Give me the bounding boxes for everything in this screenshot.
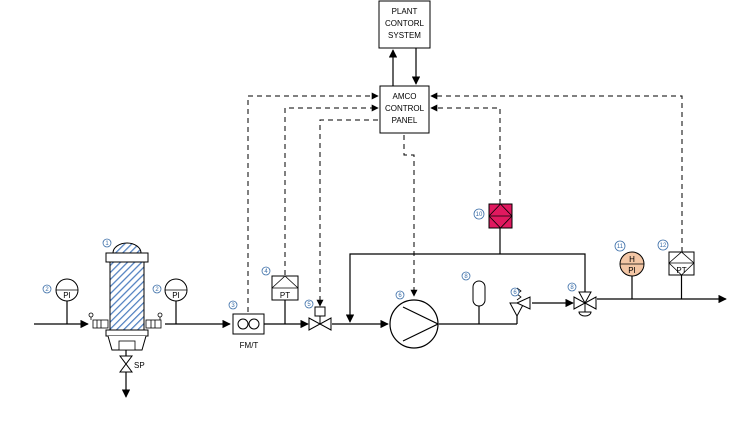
signal-pump [403,135,418,297]
sample-point-valve: SP [119,350,145,398]
plant-control-system: PLANT CONTORL SYSTEM [378,0,431,49]
pressure-gauge-right: PI [164,278,188,324]
svg-text:1: 1 [105,241,109,247]
high-pressure-gauge: H PI [619,251,645,299]
control-valve-5 [308,306,332,331]
plant-system-line-1: PLANT [392,7,418,16]
svg-text:2: 2 [45,287,49,293]
accumulator [472,280,486,324]
plant-system-line-3: SYSTEM [388,31,421,40]
amco-panel-line-2: CONTROL [385,104,425,113]
filter-vessel [88,242,163,351]
amco-panel-line-1: AMCO [393,92,417,101]
svg-text:5: 5 [307,302,311,308]
tag-bubbles: 1 2 2 3 4 5 6 8 6 8 10 11 12 [42,208,669,310]
plant-system-line-2: CONTORL [385,19,425,28]
signal-valve-5 [316,119,378,307]
svg-text:4: 4 [264,269,268,275]
signal-lines [247,92,683,312]
tag-filter: 1 [102,238,112,248]
pressure-transmitter-12: PT [668,251,695,299]
pt-4-label: PT [280,291,290,300]
svg-text:3: 3 [231,303,235,309]
pi-right-label: PI [172,291,180,300]
svg-text:8: 8 [570,285,574,291]
tag-pi-left: 2 [42,284,52,294]
pressure-transmitter-4: PT [271,275,299,324]
svg-text:12: 12 [660,243,667,249]
three-way-valve [573,291,597,317]
pump [389,299,440,349]
gauge-h-label: H [629,255,635,264]
svg-text:10: 10 [476,212,483,218]
flowmeter-label: FM/T [240,341,259,350]
tag-relief-valve: 6 [510,287,520,297]
signal-alarm-10 [430,104,501,204]
pressure-gauge-left: PI [55,278,79,324]
signal-pt-12 [430,92,683,252]
amco-control-panel: AMCO CONTROL PANEL [379,85,430,134]
tag-pi-right: 2 [152,284,162,294]
tag-three-way-valve: 8 [567,282,577,292]
gauge-pi-label: PI [628,266,636,275]
svg-text:6: 6 [513,290,517,296]
tag-valve-5: 5 [304,299,314,309]
alarm-transmitter-10 [488,203,513,254]
sample-point-label: SP [134,361,145,370]
tag-pt-12: 12 [657,239,669,251]
svg-text:8: 8 [464,274,468,280]
tag-accumulator: 8 [461,271,471,281]
amco-panel-line-3: PANEL [392,116,418,125]
svg-text:6: 6 [398,293,402,299]
flowmeter: FM/T [232,313,265,350]
signal-flowmeter [247,92,379,312]
tag-pump: 6 [395,290,405,300]
tag-flowmeter: 3 [228,300,238,310]
relief-valve [509,287,531,324]
pt-12-label: PT [676,266,686,275]
svg-text:11: 11 [617,244,624,250]
svg-text:2: 2 [155,287,159,293]
tag-gauge-11: 11 [614,240,626,252]
signal-pt-4 [284,104,379,275]
tag-pt-4: 4 [261,266,271,276]
pi-left-label: PI [63,291,71,300]
process-piping [34,253,727,329]
tag-alarm-10: 10 [473,208,485,220]
